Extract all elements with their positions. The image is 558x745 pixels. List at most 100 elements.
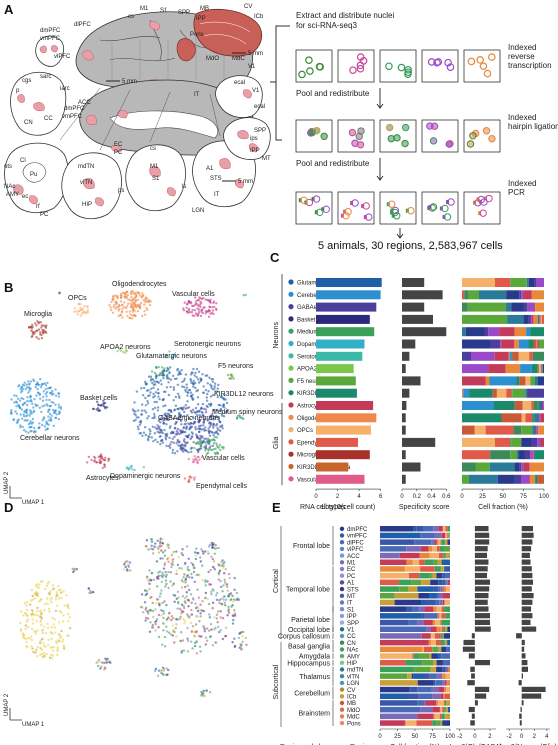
fraction-segment (445, 599, 450, 606)
umap-point (184, 577, 188, 581)
umap-point (191, 408, 195, 411)
umap-point (172, 374, 175, 378)
region-label: dmPFC (347, 527, 368, 533)
cluster-label: OPCs (68, 295, 87, 302)
umap-point (26, 618, 30, 621)
glu-gaba-bar (474, 579, 490, 585)
umap-point (83, 305, 86, 308)
glu-gaba-bar (474, 686, 490, 692)
fraction-segment (380, 646, 423, 653)
fraction-segment (431, 686, 439, 693)
umap-point (41, 399, 45, 402)
umap-point (30, 422, 34, 425)
fraction-segment (432, 693, 441, 699)
umap-point (141, 314, 144, 318)
umap-point (226, 589, 229, 592)
fraction-segment (433, 660, 437, 666)
umap-point (221, 405, 224, 408)
subclass-label: Corpus callosum (278, 634, 330, 641)
umap-point (192, 385, 195, 388)
fraction-segment (506, 388, 512, 398)
umap-point (200, 456, 204, 459)
umap-point (159, 592, 162, 595)
umap-point (154, 622, 157, 626)
umap-point (118, 307, 121, 311)
umap-axis-x: UMAP 1 (22, 500, 45, 506)
fraction-axis-label: Cell fraction (%) (478, 504, 528, 511)
umap-point (153, 669, 157, 673)
region-swatch (339, 633, 345, 639)
fraction-segment (423, 646, 433, 653)
nucleus (316, 63, 324, 71)
umap-point (223, 581, 227, 584)
umap-point (190, 381, 193, 384)
fraction-segment (433, 713, 435, 720)
umap-point (34, 613, 37, 617)
region-swatch (339, 714, 345, 719)
umap-point (41, 423, 44, 427)
umap-point (198, 427, 202, 430)
umap-point (193, 455, 196, 458)
tick-label: 2 (488, 734, 492, 740)
fraction-segment (380, 666, 415, 673)
umap-point (221, 566, 225, 569)
neuron-glia-bar (521, 546, 532, 552)
umap-point (176, 563, 180, 567)
umap-point (184, 373, 188, 376)
fraction-segment (511, 351, 513, 361)
nucleus (404, 65, 412, 74)
umap-point (46, 602, 49, 605)
umap-point (24, 411, 28, 414)
fraction-segment (465, 327, 485, 337)
umap-point (155, 560, 159, 563)
fraction-segment (535, 302, 544, 312)
fraction-segment (531, 364, 538, 374)
umap-point (182, 450, 185, 453)
umap-point (142, 394, 145, 397)
umap-point (184, 562, 187, 566)
umap-point (194, 371, 197, 375)
umap-point (41, 329, 44, 332)
umap-point (211, 378, 215, 381)
fraction-segment (380, 706, 421, 713)
umap-point (49, 631, 52, 634)
umap-point (169, 432, 173, 435)
fraction-segment (526, 278, 529, 287)
fraction-segment (447, 639, 450, 646)
glu-gaba-bar (468, 653, 475, 659)
umap-point (165, 603, 168, 607)
umap-point (36, 645, 39, 649)
umap-point (21, 425, 24, 429)
specificity-bar (402, 462, 421, 472)
fraction-segment (380, 693, 406, 699)
fraction-segment (406, 546, 421, 552)
region-label-ec: ec (22, 194, 28, 200)
scale-bar-label: 5 mm (122, 79, 137, 85)
umap-point (56, 648, 59, 651)
fraction-segment (445, 646, 447, 653)
umap-point (134, 413, 137, 417)
umap-point (175, 572, 178, 576)
umap-point (29, 380, 33, 383)
umap-point (226, 408, 229, 412)
tick-label: 0 (400, 494, 404, 500)
fraction-segment (441, 566, 444, 572)
umap-point (160, 589, 163, 592)
neuron-glia-bar (521, 673, 523, 679)
region-label-sarc: sarc (40, 74, 51, 80)
fraction-segment (441, 606, 445, 612)
umap-point (190, 311, 194, 314)
fraction-segment (447, 579, 450, 586)
fraction-segment (444, 546, 450, 552)
umap-point (165, 630, 169, 633)
umap-point (152, 392, 155, 396)
fraction-segment (447, 646, 450, 653)
umap-point (202, 424, 205, 427)
fraction-segment (444, 680, 447, 686)
umap-point (183, 377, 186, 380)
umap-point (182, 309, 186, 312)
umap-point (227, 609, 230, 612)
umap-point (217, 446, 221, 449)
umap-point (206, 447, 210, 451)
fraction-segment (432, 546, 437, 552)
